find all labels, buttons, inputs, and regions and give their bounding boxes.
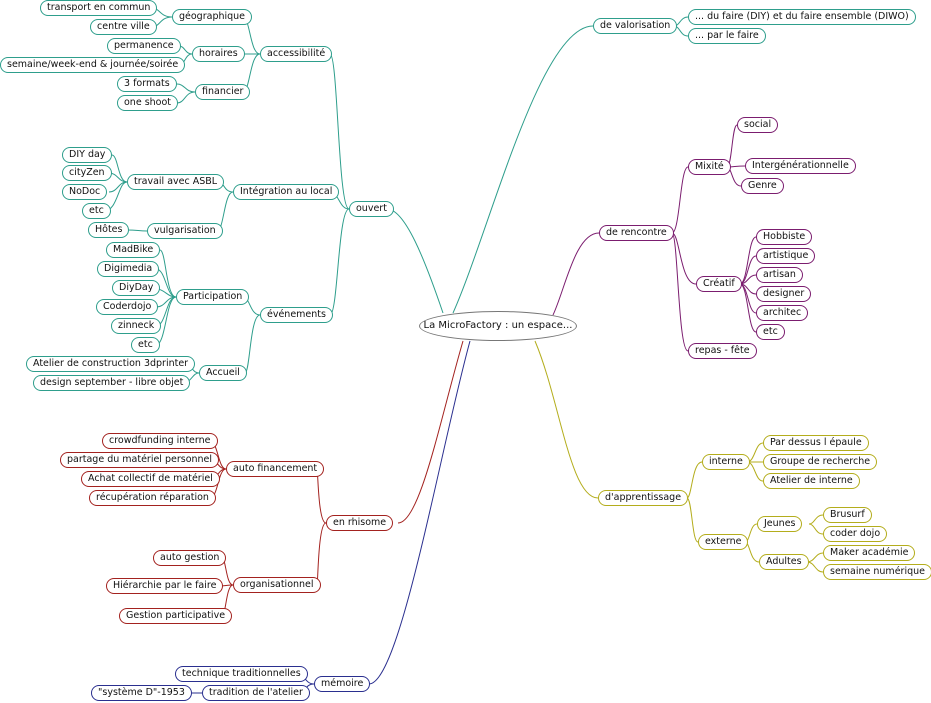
node-financier[interactable]: financier <box>195 84 251 100</box>
node-du-faire-diy[interactable]: ... du faire (DIY) et du faire ensemble … <box>688 9 916 25</box>
node-par-le-faire[interactable]: ... par le faire <box>688 28 766 44</box>
node-intergenerationnelle[interactable]: Intergénérationnelle <box>745 158 856 174</box>
node-achat-collectif[interactable]: Achat collectif de matériel <box>81 471 220 487</box>
node-tradition-atelier[interactable]: tradition de l'atelier <box>202 685 310 701</box>
node-coder-dojo[interactable]: coder dojo <box>823 526 888 542</box>
node-3-formats[interactable]: 3 formats <box>117 76 177 92</box>
node-horaires[interactable]: horaires <box>192 46 245 62</box>
node-adultes[interactable]: Adultes <box>759 554 809 570</box>
node-social[interactable]: social <box>737 117 779 133</box>
node-groupe-recherche[interactable]: Groupe de recherche <box>763 454 878 470</box>
node-atelier-3dprinter[interactable]: Atelier de construction 3dprinter <box>26 356 196 372</box>
node-etc-asbl[interactable]: etc <box>82 203 111 219</box>
node-artistique[interactable]: artistique <box>756 248 816 264</box>
node-etc-participation[interactable]: etc <box>131 337 160 353</box>
node-maker-academie[interactable]: Maker académie <box>823 545 916 561</box>
node-d-apprentissage[interactable]: d'apprentissage <box>598 490 689 506</box>
node-design-september[interactable]: design september - libre objet <box>33 375 191 391</box>
node-accessibilite[interactable]: accessibilité <box>260 46 333 62</box>
node-vulgarisation[interactable]: vulgarisation <box>147 223 223 239</box>
node-evenements[interactable]: événements <box>260 307 333 323</box>
node-accueil[interactable]: Accueil <box>199 365 247 381</box>
node-transport-en-commun[interactable]: transport en commun <box>40 0 158 16</box>
node-en-rhisome[interactable]: en rhisome <box>326 515 394 531</box>
node-permanence[interactable]: permanence <box>107 38 181 54</box>
node-crowdfunding[interactable]: crowdfunding interne <box>102 433 218 449</box>
node-one-shoot[interactable]: one shoot <box>117 95 179 111</box>
node-artisan[interactable]: artisan <box>756 267 803 283</box>
node-recuperation[interactable]: récupération réparation <box>89 490 216 506</box>
node-technique-traditionnelles[interactable]: technique traditionnelles <box>175 666 308 682</box>
node-brusurf[interactable]: Brusurf <box>823 507 872 523</box>
node-coderdojo[interactable]: Coderdojo <box>96 299 159 315</box>
node-diyday[interactable]: DiyDay <box>112 280 161 296</box>
node-nodoc[interactable]: NoDoc <box>62 184 108 200</box>
node-zinneck[interactable]: zinneck <box>111 318 162 334</box>
node-diy-day[interactable]: DIY day <box>62 147 113 163</box>
node-externe[interactable]: externe <box>698 534 749 550</box>
node-partage-materiel[interactable]: partage du matériel personnel <box>60 452 220 468</box>
node-interne[interactable]: interne <box>702 454 750 470</box>
node-auto-financement[interactable]: auto financement <box>226 461 325 477</box>
node-gestion-participative[interactable]: Gestion participative <box>119 608 233 624</box>
node-travail-asbl[interactable]: travail avec ASBL <box>127 174 225 190</box>
node-hotes[interactable]: Hôtes <box>88 222 130 238</box>
node-cityzen[interactable]: cityZen <box>62 165 112 181</box>
node-hierarchie[interactable]: Hiérarchie par le faire <box>106 578 224 594</box>
node-de-valorisation[interactable]: de valorisation <box>593 18 678 34</box>
node-par-dessus-epaule[interactable]: Par dessus l épaule <box>763 435 869 451</box>
node-atelier-interne[interactable]: Atelier de interne <box>763 473 860 489</box>
node-madbike[interactable]: MadBike <box>106 242 161 258</box>
node-ouvert[interactable]: ouvert <box>349 201 394 217</box>
node-architec[interactable]: architec <box>756 305 809 321</box>
node-de-rencontre[interactable]: de rencontre <box>599 225 674 241</box>
node-genre[interactable]: Genre <box>741 178 784 194</box>
node-digimedia[interactable]: Digimedia <box>97 261 160 277</box>
node-designer[interactable]: designer <box>756 286 812 302</box>
node-geographique[interactable]: géographique <box>172 9 253 25</box>
node-centre-ville[interactable]: centre ville <box>90 19 157 35</box>
node-semaine-numerique[interactable]: semaine numérique <box>823 564 931 580</box>
node-etc-creatif[interactable]: etc <box>756 324 785 340</box>
node-participation[interactable]: Participation <box>176 289 250 305</box>
node-jeunes[interactable]: Jeunes <box>757 516 803 532</box>
node-semaine-weekend[interactable]: semaine/week-end & journée/soirée <box>0 57 186 73</box>
node-hobbiste[interactable]: Hobbiste <box>756 229 813 245</box>
node-creatif[interactable]: Créatif <box>696 276 742 292</box>
node-auto-gestion[interactable]: auto gestion <box>153 550 227 566</box>
node-integration-local[interactable]: Intégration au local <box>233 184 340 200</box>
root-node[interactable]: La MicroFactory : un espace... <box>419 311 577 341</box>
node-mixite[interactable]: Mixité <box>688 159 731 175</box>
node-repas-fete[interactable]: repas - fête <box>688 343 757 359</box>
node-systeme-d[interactable]: "système D"-1953 <box>91 685 192 701</box>
node-memoire[interactable]: mémoire <box>314 676 371 692</box>
node-organisationnel[interactable]: organisationnel <box>233 577 321 593</box>
